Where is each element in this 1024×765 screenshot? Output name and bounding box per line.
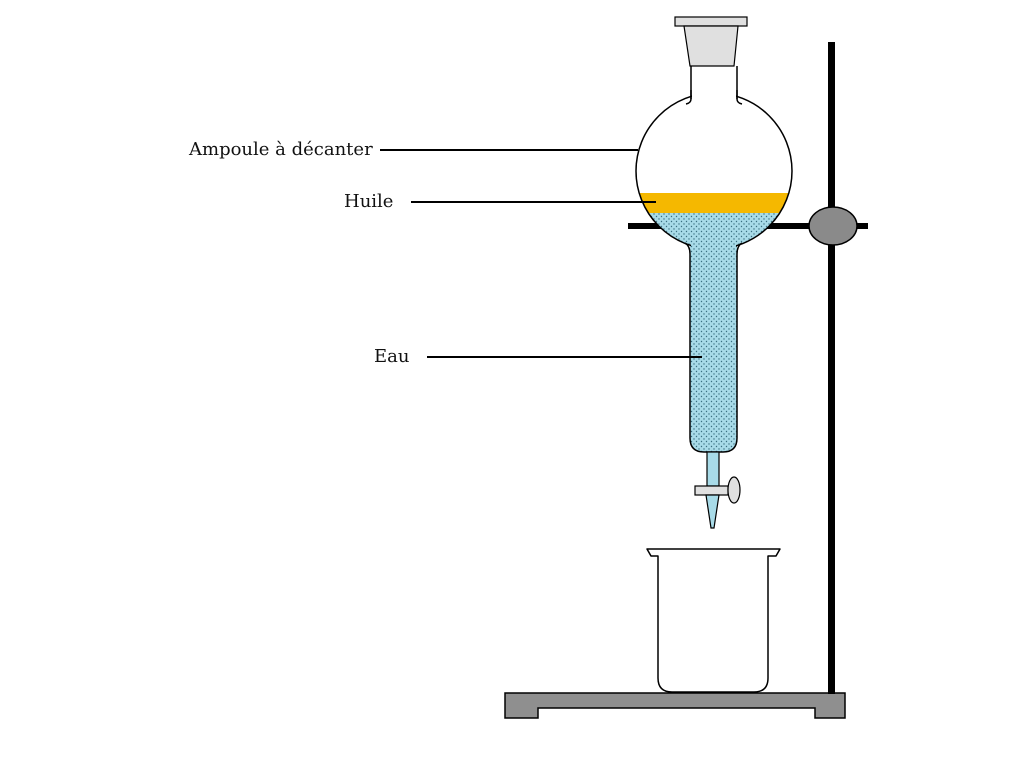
water-in-stem bbox=[690, 238, 737, 452]
oil-layer bbox=[636, 193, 792, 213]
clamp-knob bbox=[808, 206, 858, 246]
beaker bbox=[646, 548, 781, 693]
stopper-plug bbox=[683, 25, 739, 67]
stand-base bbox=[504, 692, 846, 719]
stopcock-handle bbox=[727, 476, 741, 504]
funnel-label: Ampoule à décanter bbox=[188, 139, 373, 160]
oil-label: Huile bbox=[344, 191, 393, 212]
water-label: Eau bbox=[374, 346, 409, 367]
stand-rod bbox=[828, 42, 835, 694]
outlet-tube bbox=[706, 451, 720, 487]
stopper-cap bbox=[674, 16, 748, 27]
stopcock-body bbox=[694, 485, 729, 496]
drip-tip bbox=[705, 494, 720, 529]
